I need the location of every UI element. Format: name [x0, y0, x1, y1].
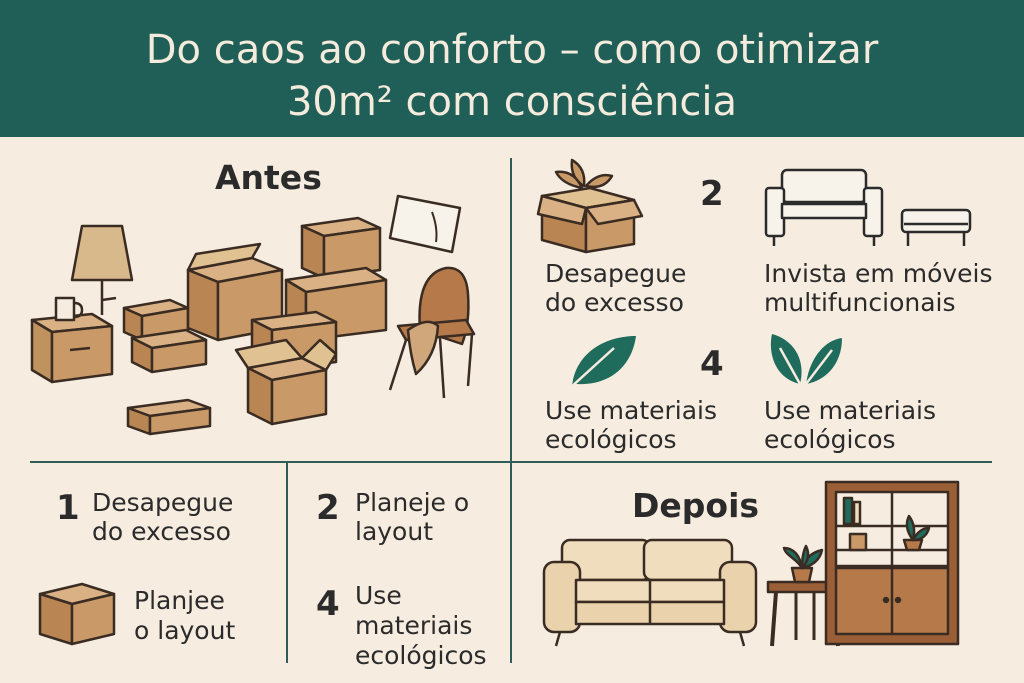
- leaf-icon: [569, 336, 636, 389]
- sofa-bench-icon: [764, 168, 972, 246]
- tip-bottom-4-line3: ecológicos: [355, 641, 487, 670]
- divider-vertical-bottom: [286, 463, 288, 663]
- mug-icon: [54, 296, 84, 322]
- divider-horizontal: [30, 461, 992, 463]
- tip-bottom-1-line2: do excesso: [92, 517, 231, 546]
- box-stack-top: [300, 216, 382, 280]
- box-with-leaves-icon: [536, 158, 644, 254]
- lamp-icon: [70, 224, 134, 315]
- tip-top-4-line2: ecológicos: [764, 425, 896, 454]
- box-icon: [38, 582, 116, 646]
- tip-top-2-line2: multifuncionais: [764, 288, 956, 317]
- tip-bottom-2-line2: o layout: [134, 616, 236, 645]
- tip-bottom-2-line1: Planjee: [134, 586, 225, 615]
- potted-plant-icon: [782, 544, 824, 584]
- tip-bottom-1-line1: Desapegue: [92, 488, 234, 517]
- tip-top-3-line1: Use materiais: [545, 396, 718, 425]
- chair-icon: [388, 266, 476, 399]
- tip-bottom-1-number: 1: [56, 488, 80, 528]
- tidy-room-illustration: [542, 480, 960, 647]
- title-line-2: 30m² com consciência: [286, 79, 738, 125]
- leaves-icon: [770, 334, 842, 385]
- tip-top-3-line2: ecológicos: [545, 425, 677, 454]
- box-flat: [126, 398, 212, 436]
- tip-top-2-line1: Invista em móveis: [764, 259, 993, 288]
- tip-top-4-line1: Use materiais: [764, 396, 937, 425]
- tip-bottom-3-line1: Planeje o: [355, 488, 470, 517]
- box-open-front: [234, 338, 338, 426]
- picture-frame-icon: [388, 194, 462, 254]
- before-heading: Antes: [215, 158, 322, 197]
- tip-top-1-line2: do excesso: [545, 288, 684, 317]
- box-small-2: [130, 328, 208, 374]
- sofa-icon: [542, 538, 758, 647]
- shelf-cabinet-icon: [824, 480, 960, 646]
- tip-bottom-4-number: 4: [316, 584, 340, 624]
- title-banner: Do caos ao conforto – como otimizar 30m²…: [0, 0, 1024, 137]
- tip-bottom-4-line1: Use: [355, 581, 402, 610]
- tip-bottom-3-number: 2: [316, 488, 340, 528]
- tip-bottom-4-line2: materiais: [355, 611, 473, 640]
- title-line-1: Do caos ao conforto – como otimizar: [145, 27, 879, 73]
- tip-top-4-number: 4: [700, 344, 724, 384]
- tip-top-1-line1: Desapegue: [545, 259, 687, 288]
- clutter-illustration: [30, 194, 476, 436]
- tip-bottom-3-line2: layout: [355, 517, 434, 546]
- tip-top-2-number: 2: [700, 174, 724, 214]
- nightstand-icon: [30, 312, 114, 384]
- after-heading: Depois: [632, 486, 760, 525]
- divider-vertical-main: [510, 158, 512, 663]
